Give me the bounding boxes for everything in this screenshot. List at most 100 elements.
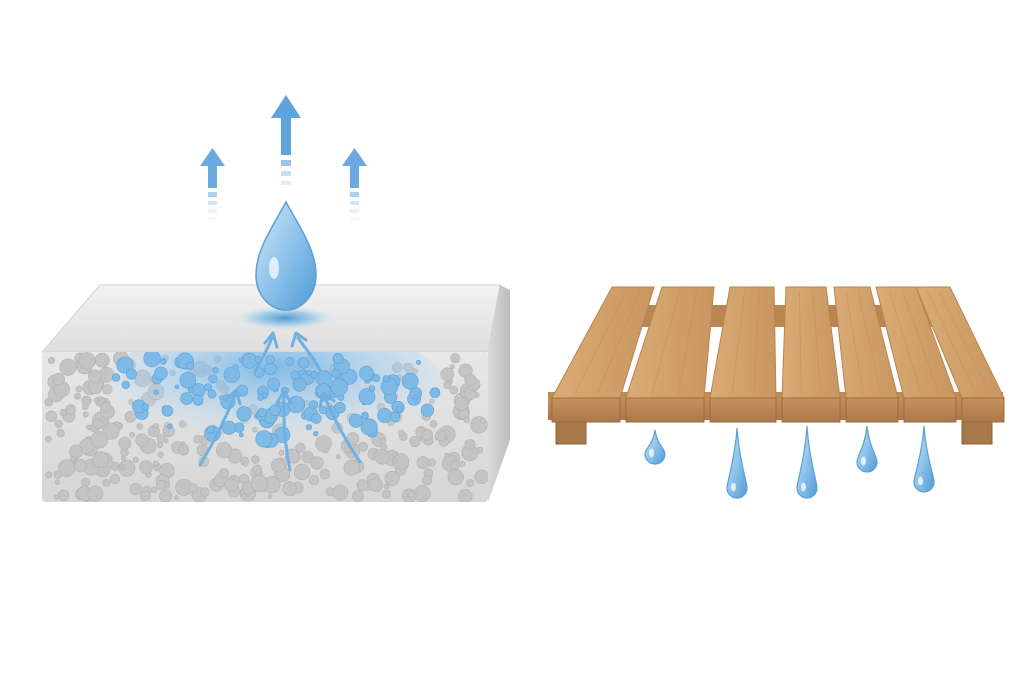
stone-pore bbox=[156, 434, 166, 443]
stone-pore bbox=[392, 458, 398, 464]
stone-pore bbox=[69, 456, 77, 463]
stone-pore bbox=[92, 451, 109, 468]
wet-pore bbox=[429, 387, 441, 399]
stone-pore bbox=[53, 494, 59, 500]
wet-pore bbox=[309, 400, 319, 410]
stone-pore bbox=[358, 441, 368, 452]
wet-pore bbox=[207, 389, 217, 399]
stone-pore bbox=[45, 410, 58, 423]
falling-drop-icon bbox=[913, 425, 935, 493]
stone-pore bbox=[356, 479, 369, 492]
stone-pore bbox=[216, 442, 233, 459]
stone-pore bbox=[102, 479, 111, 487]
wet-pore bbox=[160, 358, 167, 365]
stone-pore bbox=[398, 429, 405, 437]
stone-pore bbox=[87, 485, 104, 502]
stone-pore bbox=[270, 458, 285, 473]
stone-pore bbox=[444, 452, 450, 458]
stone-pore bbox=[458, 489, 473, 502]
stone-pore bbox=[343, 459, 360, 476]
wet-pore bbox=[358, 388, 376, 405]
stone-pore bbox=[474, 469, 488, 484]
wet-pore bbox=[153, 389, 159, 395]
pallet-slat bbox=[551, 286, 655, 423]
wet-pore bbox=[232, 364, 239, 371]
wet-pore bbox=[306, 370, 312, 376]
wet-pore bbox=[401, 372, 419, 390]
stone-pore bbox=[75, 385, 83, 393]
stone-pore bbox=[78, 352, 96, 370]
wet-pore bbox=[330, 378, 348, 396]
wet-pore bbox=[241, 352, 258, 369]
stone-pore bbox=[409, 435, 421, 447]
stone-pore bbox=[152, 460, 159, 467]
stone-pore bbox=[82, 411, 89, 418]
wet-pore bbox=[368, 385, 376, 392]
wet-pore bbox=[264, 362, 277, 376]
wet-pore bbox=[257, 407, 267, 418]
stone-pore bbox=[459, 460, 466, 467]
wet-pore bbox=[415, 359, 421, 365]
wet-pore bbox=[238, 432, 244, 438]
wet-pore bbox=[269, 404, 281, 416]
wet-pore bbox=[222, 420, 237, 435]
stone-pore bbox=[56, 429, 65, 438]
stone-pore bbox=[200, 487, 210, 497]
capillary-arrows bbox=[198, 331, 362, 472]
wet-pore bbox=[111, 373, 121, 382]
stone-pore bbox=[93, 397, 100, 403]
wet-pore bbox=[219, 395, 224, 401]
falling-drop-icon bbox=[644, 429, 666, 465]
stone-pore bbox=[178, 444, 190, 456]
wet-pore bbox=[212, 367, 219, 374]
pallet-slat bbox=[915, 286, 1005, 423]
pallet-slat bbox=[709, 286, 777, 423]
stone-pore bbox=[140, 490, 151, 502]
stone-pore bbox=[267, 493, 273, 499]
stone-pore bbox=[82, 403, 89, 410]
stone-pore bbox=[92, 418, 104, 429]
stone-pore bbox=[310, 456, 324, 470]
stone-pore bbox=[65, 404, 76, 416]
falling-drops bbox=[644, 425, 935, 499]
stone-pore bbox=[157, 451, 164, 458]
stone-pore bbox=[429, 420, 438, 428]
wet-pore bbox=[187, 386, 195, 394]
stone-pore bbox=[90, 431, 108, 449]
stone-pore bbox=[156, 479, 167, 490]
wet-pore bbox=[297, 357, 310, 369]
stone-pore bbox=[381, 489, 391, 499]
stone-pore bbox=[136, 423, 144, 430]
stone-pore bbox=[250, 474, 268, 492]
capillary-arrow-icon bbox=[198, 388, 242, 467]
wet-pore bbox=[238, 357, 244, 363]
stone-pore bbox=[450, 459, 461, 470]
wet-spot bbox=[235, 306, 335, 330]
wet-pore bbox=[257, 394, 264, 401]
wet-pore bbox=[143, 352, 161, 368]
wet-pore bbox=[265, 355, 275, 365]
stone-pore bbox=[416, 456, 430, 470]
stone-pore bbox=[132, 456, 139, 463]
stone-pore bbox=[135, 433, 149, 447]
wet-pore bbox=[372, 374, 381, 382]
stone-pore bbox=[278, 449, 285, 456]
porous-stone-block bbox=[40, 284, 510, 502]
evaporation-arrow-icon bbox=[342, 148, 367, 220]
wet-pore bbox=[255, 430, 273, 448]
stone-pore bbox=[52, 373, 65, 386]
stone-pore bbox=[383, 483, 390, 490]
wet-pore bbox=[382, 375, 390, 383]
wet-pore bbox=[141, 403, 149, 411]
stone-pore bbox=[219, 468, 230, 479]
stone-pore bbox=[118, 436, 132, 450]
stone-pore bbox=[251, 455, 260, 464]
wet-pore bbox=[334, 402, 346, 414]
stone-pore bbox=[73, 459, 87, 473]
evaporation-arrow-icon bbox=[200, 148, 225, 220]
wet-pore bbox=[223, 366, 240, 383]
wet-pore bbox=[420, 403, 435, 417]
wet-pore bbox=[305, 424, 313, 431]
water-drop-icon bbox=[255, 200, 317, 311]
